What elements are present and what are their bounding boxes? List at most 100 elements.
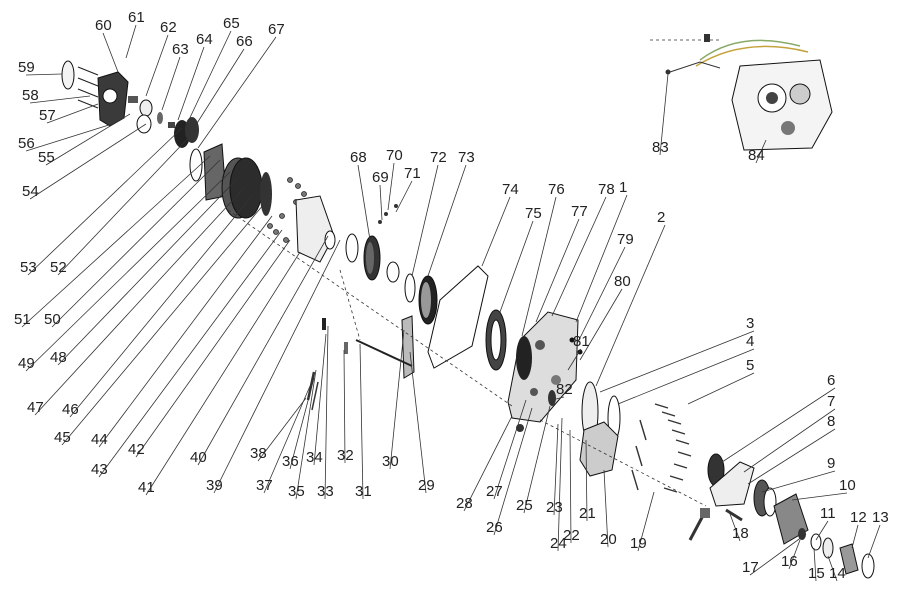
leader-line-75: [499, 220, 534, 313]
leader-line-38: [257, 397, 307, 462]
leader-line-19: [637, 491, 655, 552]
part-label-25: 25: [516, 497, 533, 514]
part-label-31: 31: [355, 483, 372, 500]
part-label-45: 45: [54, 429, 71, 446]
leader-line-50: [51, 159, 221, 328]
assembly-axis-lines: [227, 39, 720, 507]
part-label-28: 28: [456, 495, 473, 512]
part-label-57: 57: [39, 107, 56, 124]
leader-line-36: [289, 377, 315, 470]
part-label-63: 63: [172, 41, 189, 58]
part-label-8: 8: [827, 413, 835, 430]
part-label-59: 59: [18, 59, 35, 76]
part-label-13: 13: [872, 509, 889, 526]
leader-line-80: [579, 288, 623, 361]
part-label-1: 1: [619, 179, 627, 196]
part-label-20: 20: [600, 531, 617, 548]
part-label-75: 75: [525, 205, 542, 222]
leader-line-62: [145, 34, 169, 97]
leader-line-51: [21, 155, 211, 328]
part-label-82: 82: [556, 381, 573, 398]
part-label-2: 2: [657, 209, 665, 226]
part-label-19: 19: [630, 535, 647, 552]
leader-line-82: [551, 396, 565, 401]
leader-line-84: [755, 139, 767, 164]
part-label-79: 79: [617, 231, 634, 248]
leader-line-58: [29, 95, 91, 104]
leader-line-59: [25, 73, 63, 76]
leader-line-24: [557, 417, 563, 552]
leader-line-54: [29, 123, 147, 200]
leader-line-18: [729, 513, 741, 542]
leader-line-52: [57, 133, 193, 276]
leader-line-65: [185, 30, 232, 127]
part-label-18: 18: [732, 525, 749, 542]
part-label-16: 16: [781, 553, 798, 570]
leader-line-37: [263, 385, 311, 494]
part-label-12: 12: [850, 509, 867, 526]
leader-line-11: [815, 520, 829, 541]
part-label-5: 5: [746, 357, 754, 374]
leader-line-22: [569, 429, 572, 544]
part-label-76: 76: [548, 181, 565, 198]
leader-line-73: [427, 164, 467, 277]
part-label-83: 83: [652, 139, 669, 156]
part-label-69: 69: [372, 169, 389, 186]
leader-line-30: [389, 329, 405, 470]
part-label-10: 10: [839, 477, 856, 494]
leader-line-71: [395, 180, 413, 213]
leader-line-16: [788, 539, 801, 570]
part-label-42: 42: [128, 441, 145, 458]
part-label-30: 30: [382, 453, 399, 470]
part-label-80: 80: [614, 273, 631, 290]
leader-line-77: [535, 218, 580, 323]
leader-line-28: [463, 415, 513, 512]
part-label-46: 46: [62, 401, 79, 418]
leader-line-15: [813, 547, 817, 582]
leader-line-41: [145, 251, 301, 496]
leader-line-6: [715, 387, 836, 467]
output-housing: [707, 453, 809, 545]
leader-line-5: [687, 372, 755, 405]
part-label-17: 17: [742, 559, 759, 576]
leader-line-32: [343, 349, 346, 464]
leader-line-47: [34, 187, 245, 416]
leader-line-25: [523, 405, 551, 514]
leader-line-63: [161, 56, 181, 111]
part-label-64: 64: [196, 31, 213, 48]
part-label-66: 66: [236, 33, 253, 50]
part-label-71: 71: [404, 165, 421, 182]
part-label-36: 36: [282, 453, 299, 470]
part-label-67: 67: [268, 21, 285, 38]
part-label-52: 52: [50, 259, 67, 276]
part-label-43: 43: [91, 461, 108, 478]
gasket: [427, 265, 489, 369]
leader-line-39: [213, 239, 341, 494]
leader-line-23: [553, 423, 559, 516]
leader-line-61: [125, 24, 137, 59]
part-label-9: 9: [827, 455, 835, 472]
part-label-81: 81: [573, 333, 590, 350]
part-label-26: 26: [486, 519, 503, 536]
leader-line-31: [359, 343, 364, 500]
gear-set-center: [363, 204, 438, 325]
part-label-4: 4: [746, 333, 754, 350]
leader-line-12: [851, 524, 859, 549]
leader-line-55: [45, 113, 131, 166]
part-label-37: 37: [256, 477, 273, 494]
clutch-drum-assembly: [189, 143, 359, 263]
leader-line-1: [575, 194, 628, 323]
part-label-11: 11: [820, 505, 836, 522]
part-label-21: 21: [579, 505, 596, 522]
leader-line-81: [567, 348, 582, 371]
leader-line-27: [493, 399, 527, 500]
leader-line-42: [135, 239, 291, 458]
leader-line-60: [102, 32, 119, 73]
leader-line-3: [599, 330, 755, 393]
part-label-24: 24: [550, 535, 567, 552]
leader-line-57: [46, 103, 99, 124]
part-label-27: 27: [486, 483, 503, 500]
leader-line-34: [313, 333, 327, 466]
leader-line-69: [379, 184, 383, 221]
